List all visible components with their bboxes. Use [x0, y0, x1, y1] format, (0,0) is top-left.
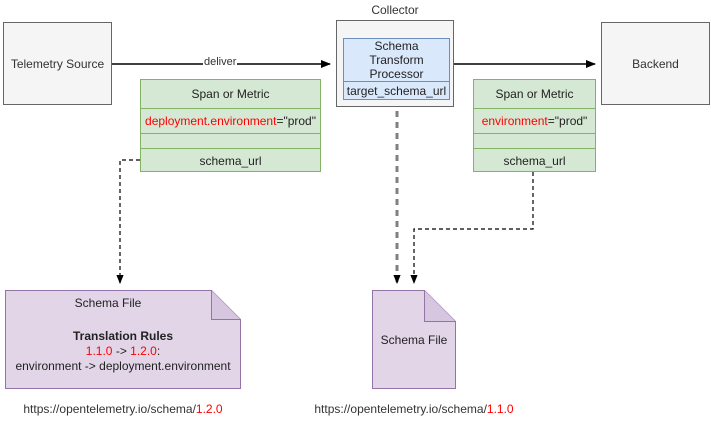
schema-file-right-caption-base: https://opentelemetry.io/schema/: [314, 402, 487, 416]
payload-left-table[interactable]: Span or Metric deployment.environment="p…: [140, 79, 321, 172]
payload-left-schema-url-row: schema_url: [199, 153, 262, 168]
schema-file-right-caption-version: 1.1.0: [486, 402, 514, 416]
version-arrow: ->: [112, 344, 131, 358]
payload-left-attribute-value: ="prod": [276, 114, 316, 128]
collector-title: Collector: [371, 3, 419, 17]
version-to: 1.2.0: [130, 344, 157, 358]
edge-right-schemaurl-to-schemafile: [410, 172, 534, 284]
payload-left-empty-row: [141, 134, 320, 149]
payload-left-attribute-key: deployment.environment: [145, 114, 277, 128]
payload-right-header: Span or Metric: [474, 80, 595, 109]
payload-right-attribute-key: environment: [481, 114, 548, 128]
schema-file-left-caption-version: 1.2.0: [195, 402, 223, 416]
payload-right-schema-url-row: schema_url: [503, 153, 566, 168]
edge-left-schemaurl-to-schemafile: [116, 159, 140, 284]
edge-label-deliver: deliver: [203, 56, 238, 68]
payload-left-header: Span or Metric: [141, 80, 320, 109]
schema-file-left-node[interactable]: [5, 290, 241, 389]
schema-file-left-caption: https://opentelemetry.io/schema/1.2.0: [5, 402, 241, 416]
schema-file-right-node[interactable]: [372, 290, 456, 389]
schema-file-left-rules: Translation Rules 1.1.0 -> 1.2.0: enviro…: [5, 329, 241, 374]
processor-field-target-schema-url: target_schema_url: [346, 84, 447, 98]
version-from: 1.1.0: [85, 344, 113, 358]
translation-rules-heading: Translation Rules: [72, 329, 174, 343]
schema-file-right-caption: https://opentelemetry.io/schema/1.1.0: [296, 402, 532, 416]
telemetry-source-label: Telemetry Source: [10, 56, 105, 71]
schema-file-left-title: Schema File: [74, 296, 142, 310]
payload-right-table[interactable]: Span or Metric environment="prod" schema…: [473, 79, 596, 172]
backend-label: Backend: [632, 56, 679, 71]
telemetry-source-node[interactable]: Telemetry Source: [3, 22, 112, 105]
schema-file-right-title: Schema File: [380, 333, 448, 347]
payload-right-empty-row: [474, 134, 595, 149]
payload-right-attribute: environment="prod": [474, 109, 595, 134]
processor-name: Schema Transform Processor: [344, 39, 449, 82]
schema-file-left-shape: [5, 290, 241, 389]
translation-rule-line: environment -> deployment.environment: [15, 359, 231, 373]
version-colon: :: [156, 344, 161, 358]
backend-node[interactable]: Backend: [601, 22, 710, 105]
schema-transform-processor-node[interactable]: Schema Transform Processor target_schema…: [343, 38, 450, 100]
schema-file-left-caption-base: https://opentelemetry.io/schema/: [23, 402, 196, 416]
payload-right-attribute-value: ="prod": [547, 114, 588, 128]
schema-file-right-shape: [372, 290, 456, 389]
translation-rules-versions: 1.1.0 -> 1.2.0:: [5, 344, 241, 359]
payload-left-attribute: deployment.environment="prod": [141, 109, 320, 134]
